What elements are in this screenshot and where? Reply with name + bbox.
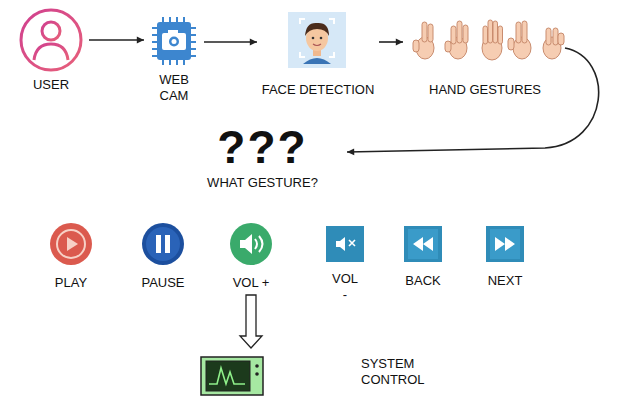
icon-node: NEXT <box>480 222 530 289</box>
connector-arrow <box>240 295 262 348</box>
node-label: HAND GESTURES <box>429 82 541 98</box>
question-marks: ??? <box>217 122 307 173</box>
connector-arrow <box>347 48 599 155</box>
node-label: VOL - <box>330 271 360 302</box>
icon-node: USER <box>15 6 87 93</box>
monitor-icon <box>201 357 263 395</box>
icon-node: VOL - <box>320 222 370 303</box>
node-label: PAUSE <box>141 275 184 291</box>
node-label: WHAT GESTURE? <box>207 175 318 191</box>
webcam-chip-icon <box>152 17 196 65</box>
node-label: WEB CAM <box>149 72 199 103</box>
icon-node: BACK <box>398 222 448 289</box>
node-label: BACK <box>405 273 440 289</box>
icon-node: WEB CAM <box>146 8 202 104</box>
node-label: VOL + <box>233 275 270 291</box>
volume-up-icon <box>230 223 272 265</box>
icon-node: VOL + <box>220 220 282 291</box>
icon-node: FACE DETECTION <box>259 8 377 98</box>
play-button-icon <box>50 223 92 265</box>
hand-gestures-picture <box>413 20 564 60</box>
node-label: USER <box>33 77 69 93</box>
node-label: PLAY <box>55 275 87 291</box>
next-button-icon <box>486 226 524 262</box>
connector-arrow <box>89 37 144 44</box>
connector-arrow <box>379 39 403 46</box>
icon-node: HAND GESTURES <box>405 8 565 98</box>
back-button-icon <box>404 226 442 262</box>
node-label: SYSTEM CONTROL <box>361 356 461 387</box>
icon-node: PLAY <box>40 220 102 291</box>
node-label: FACE DETECTION <box>262 82 375 98</box>
node-label: NEXT <box>488 273 523 289</box>
icon-node: SYSTEM CONTROL <box>193 350 467 388</box>
user-icon <box>21 10 81 70</box>
icon-node: PAUSE <box>128 220 198 291</box>
volume-down-icon <box>326 226 364 262</box>
question-node: ??? WHAT GESTURE? <box>180 122 345 191</box>
face-detection-picture <box>288 12 346 68</box>
connector-arrow <box>204 39 257 46</box>
pause-button-icon <box>142 223 184 265</box>
